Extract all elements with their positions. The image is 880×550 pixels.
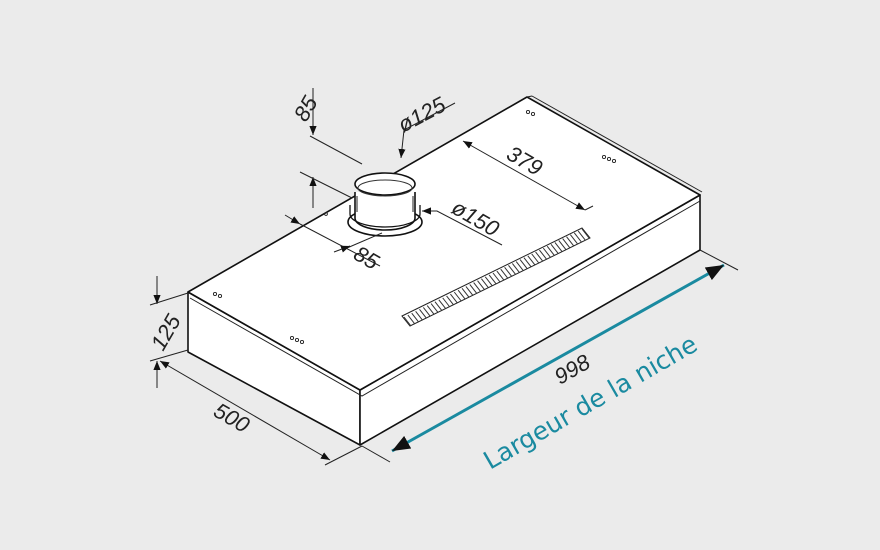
grille-slat (577, 230, 586, 241)
niche-width-line (391, 263, 725, 453)
dim-duct-height: 85 (289, 91, 323, 125)
duct-opening (354, 172, 416, 196)
grille-slat (531, 253, 540, 264)
grille-slat (535, 251, 543, 262)
grille-slat (546, 245, 555, 256)
grille-slat (562, 238, 571, 248)
grille-slat (581, 228, 590, 239)
grille-slat (527, 255, 536, 266)
dim-depth: 500 (210, 398, 255, 438)
dimension-lines (149, 88, 739, 466)
dim-duct-diameter-inner: ø125 (394, 91, 451, 137)
grille-slat (550, 243, 559, 254)
grille-slat (569, 234, 578, 245)
dim-height: 125 (146, 310, 186, 355)
grille-slat (542, 247, 551, 258)
dim-width: 998 (550, 349, 595, 389)
grille-slat (573, 232, 582, 243)
grille-slat (558, 240, 567, 250)
grille-slat (539, 249, 547, 260)
screw-holes (212, 109, 617, 345)
grille-slat (554, 242, 563, 252)
exhaust-duct (347, 172, 423, 237)
grille-slat (566, 236, 574, 246)
